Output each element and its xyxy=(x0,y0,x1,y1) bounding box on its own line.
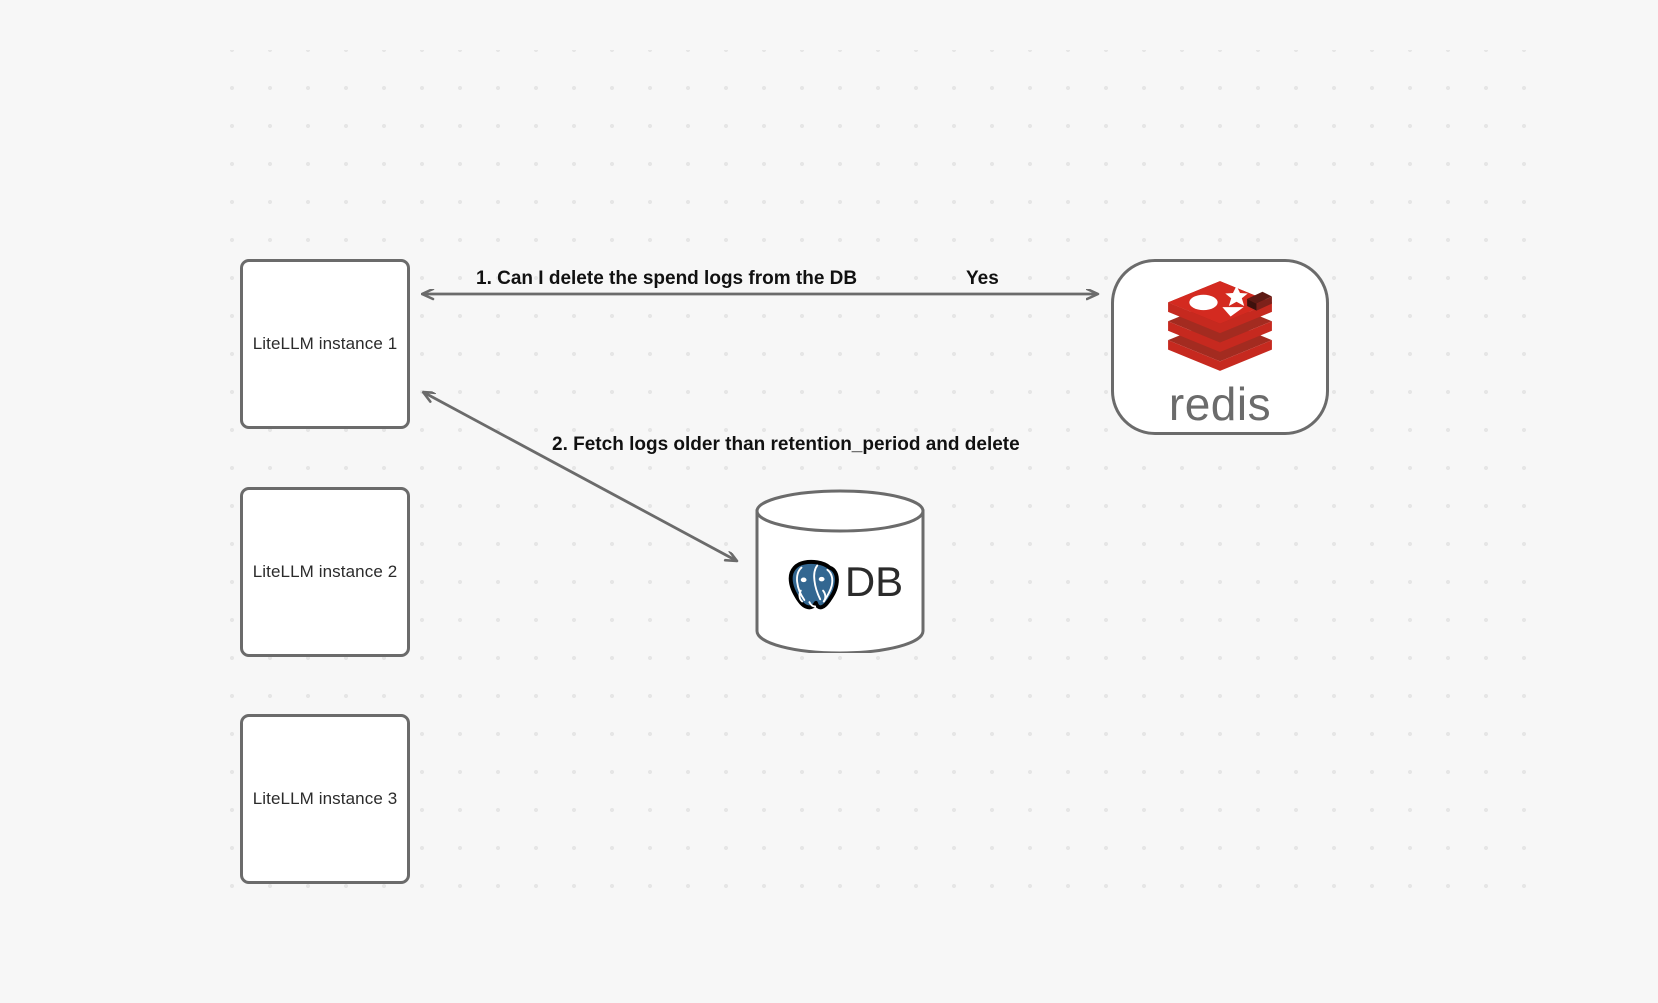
edge-label-step-2: 2. Fetch logs older than retention_perio… xyxy=(552,434,1020,455)
node-litellm-instance-2[interactable]: LiteLLM instance 2 xyxy=(240,487,410,657)
cylinder-shape xyxy=(755,489,925,653)
node-label: LiteLLM instance 3 xyxy=(252,789,398,808)
node-redis[interactable]: redis xyxy=(1111,259,1329,435)
node-label: LiteLLM instance 1 xyxy=(252,334,398,353)
redis-logo-icon xyxy=(1168,281,1272,371)
edge-instance1-db xyxy=(423,392,737,561)
node-database[interactable]: DB xyxy=(754,489,926,653)
node-label: redis xyxy=(1168,378,1272,430)
db-content: DB xyxy=(754,489,926,653)
db-label: DB xyxy=(844,558,904,605)
node-litellm-instance-3[interactable]: LiteLLM instance 3 xyxy=(240,714,410,884)
edge-label-step-1: 1. Can I delete the spend logs from the … xyxy=(476,268,858,289)
edge-label-step-1-reply: Yes xyxy=(966,268,999,289)
postgresql-elephant-icon xyxy=(788,559,839,610)
node-label: LiteLLM instance 2 xyxy=(252,562,398,581)
node-litellm-instance-1[interactable]: LiteLLM instance 1 xyxy=(240,259,410,429)
